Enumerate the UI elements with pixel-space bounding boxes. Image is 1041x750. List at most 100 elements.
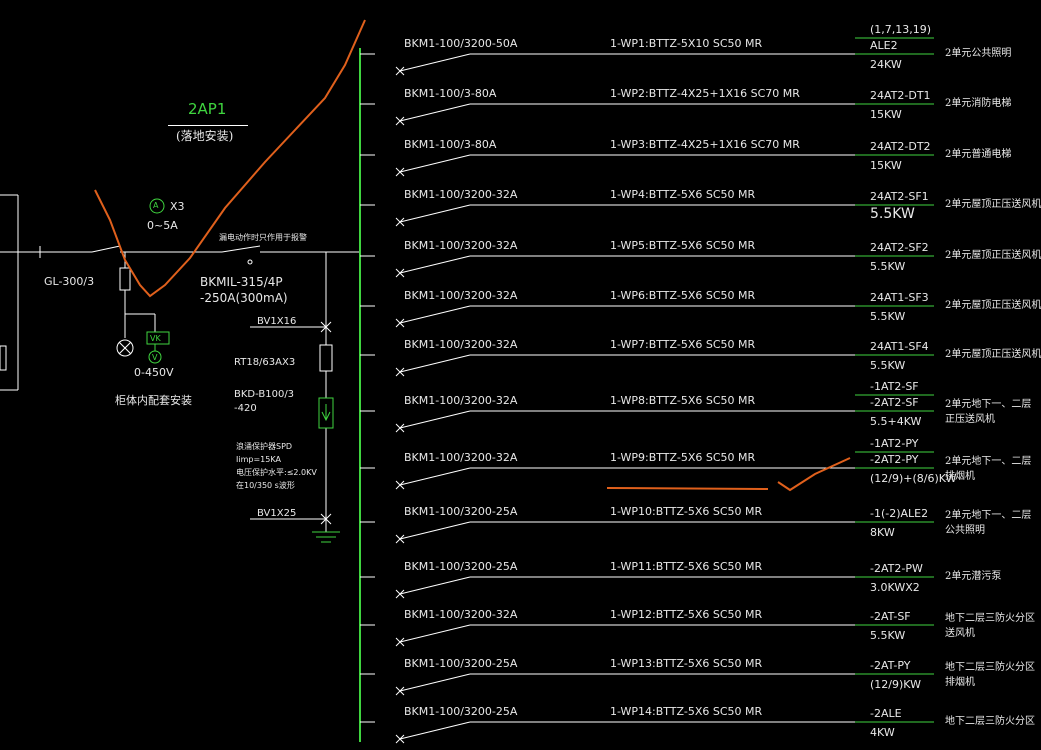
circuit-row bbox=[360, 255, 934, 278]
cable-spec: 1-WP14:BTTZ-5X6 SC50 MR bbox=[610, 705, 763, 718]
cable-spec: 1-WP11:BTTZ-5X6 SC50 MR bbox=[610, 560, 763, 573]
load-id-top: (1,7,13,19) bbox=[870, 23, 932, 36]
load-power: 8KW bbox=[870, 526, 895, 539]
branch-circuits bbox=[360, 37, 934, 744]
load-description: 送风机 bbox=[945, 628, 975, 639]
markup-underline bbox=[606, 487, 769, 490]
cable-spec: 1-WP7:BTTZ-5X6 SC50 MR bbox=[610, 338, 756, 351]
load-description: 2单元屋顶正压送风机 bbox=[945, 349, 1041, 360]
load-id: -2AT2-PW bbox=[870, 562, 923, 575]
load-id: -2AT2-SF bbox=[870, 396, 919, 409]
load-description: 地下二层三防火分区 bbox=[945, 716, 1035, 727]
breaker-label: BKM1-100/3200-25A bbox=[404, 560, 518, 573]
circuit-row bbox=[360, 305, 934, 328]
load-power: 15KW bbox=[870, 159, 902, 172]
cable-spec: 1-WP6:BTTZ-5X6 SC50 MR bbox=[610, 289, 756, 302]
spd-fuse: RT18/63AX3 bbox=[234, 357, 296, 368]
breaker-label: BKM1-100/3200-32A bbox=[404, 608, 518, 621]
incoming-feeder bbox=[18, 245, 360, 265]
load-description: 2单元屋顶正压送风机 bbox=[945, 250, 1041, 261]
circuit-row bbox=[360, 354, 934, 377]
cabinet-note: 柜体内配套安装 bbox=[115, 394, 192, 407]
load-id: 24AT1-SF3 bbox=[870, 291, 929, 304]
markup-curve-1 bbox=[94, 19, 366, 298]
circuit-row bbox=[360, 204, 934, 227]
markup-check bbox=[777, 457, 851, 492]
breaker-label: BKM1-100/3200-25A bbox=[404, 505, 518, 518]
breaker-label: BKM1-100/3200-32A bbox=[404, 289, 518, 302]
ground-symbol bbox=[312, 531, 340, 543]
ammeter-range: 0~5A bbox=[147, 219, 178, 232]
spd-branch bbox=[250, 252, 333, 532]
load-id: -2AT-SF bbox=[870, 610, 911, 623]
cable-spec: 1-WP10:BTTZ-5X6 SC50 MR bbox=[610, 505, 763, 518]
vk-label: VK bbox=[150, 334, 161, 343]
cable-spec: 1-WP4:BTTZ-5X6 SC50 MR bbox=[610, 188, 756, 201]
spd-desc-3: 电压保护水平:≤2.0KV bbox=[236, 468, 317, 477]
load-power: 3.0KWX2 bbox=[870, 581, 920, 594]
load-power: 5.5KW bbox=[870, 260, 906, 273]
breaker-label: BKM1-100/3200-25A bbox=[404, 657, 518, 670]
load-description: 2单元消防电梯 bbox=[945, 98, 1012, 109]
load-power: 5.5KW bbox=[870, 629, 906, 642]
load-id: -2ALE bbox=[870, 707, 902, 720]
breaker-label: BKM1-100/3200-50A bbox=[404, 37, 518, 50]
circuit-row bbox=[360, 103, 934, 126]
load-id-top: -1AT2-PY bbox=[870, 437, 919, 450]
cable-spec: 1-WP13:BTTZ-5X6 SC50 MR bbox=[610, 657, 763, 670]
panel-name: 2AP1 bbox=[188, 100, 227, 118]
panel-install-note: (落地安装) bbox=[176, 129, 234, 143]
cable-spec: 1-WP2:BTTZ-4X25+1X16 SC70 MR bbox=[610, 87, 800, 100]
ammeter-label: X3 bbox=[170, 200, 185, 213]
load-id-top: -1AT2-SF bbox=[870, 380, 919, 393]
breaker-label: BKM1-100/3200-32A bbox=[404, 451, 518, 464]
load-power: 24KW bbox=[870, 58, 902, 71]
load-power: 15KW bbox=[870, 108, 902, 121]
ammeter-icon bbox=[149, 198, 165, 214]
circuit-row bbox=[360, 394, 934, 433]
load-description: 2单元地下一、二层 bbox=[945, 399, 1032, 410]
breaker-label: BKM1-100/3200-25A bbox=[404, 705, 518, 718]
circuit-row bbox=[360, 451, 934, 490]
load-id: 24AT2-SF1 bbox=[870, 190, 929, 203]
load-description: 2单元普通电梯 bbox=[945, 149, 1012, 160]
spd-wire1: BV1X16 bbox=[257, 316, 297, 327]
load-power: 5.5KW bbox=[870, 359, 906, 372]
load-description: 2单元地下一、二层 bbox=[945, 510, 1032, 521]
main-breaker-model: BKMIL-315/4P bbox=[200, 275, 283, 289]
load-description: 2单元地下一、二层 bbox=[945, 456, 1032, 467]
load-description: 排烟机 bbox=[945, 677, 975, 688]
breaker-label: BKM1-100/3-80A bbox=[404, 138, 497, 151]
load-power: 5.5KW bbox=[870, 206, 915, 222]
breaker-label: BKM1-100/3200-32A bbox=[404, 394, 518, 407]
load-description: 2单元屋顶正压送风机 bbox=[945, 199, 1041, 210]
load-id: ALE2 bbox=[870, 39, 898, 52]
circuit-row bbox=[360, 37, 934, 76]
spd-device bbox=[318, 397, 334, 429]
load-power: 5.5KW bbox=[870, 310, 906, 323]
load-description: 2单元屋顶正压送风机 bbox=[945, 300, 1041, 311]
circuit-row bbox=[360, 154, 934, 177]
cable-spec: 1-WP8:BTTZ-5X6 SC50 MR bbox=[610, 394, 756, 407]
spd-breaker: BKD-B100/3 bbox=[234, 389, 295, 400]
load-description: 排烟机 bbox=[945, 471, 975, 482]
spd-wire2: BV1X25 bbox=[257, 508, 297, 519]
load-power: 4KW bbox=[870, 726, 895, 739]
voltmeter-range: 0-450V bbox=[134, 366, 174, 379]
load-id: 24AT2-DT2 bbox=[870, 140, 931, 153]
breaker-label: BKM1-100/3200-32A bbox=[404, 239, 518, 252]
v-symbol: V bbox=[152, 353, 158, 362]
circuit-row bbox=[360, 521, 934, 544]
load-id: -2AT-PY bbox=[870, 659, 911, 672]
cable-spec: 1-WP1:BTTZ-5X10 SC50 MR bbox=[610, 37, 763, 50]
spd-desc-4: 在10/350 s波形 bbox=[236, 481, 295, 490]
breaker-label: BKM1-100/3200-32A bbox=[404, 188, 518, 201]
load-power: 5.5+4KW bbox=[870, 415, 922, 428]
load-power: (12/9)+(8/6)KW bbox=[870, 472, 957, 485]
breaker-label: BKM1-100/3200-32A bbox=[404, 338, 518, 351]
spd-breaker2: -420 bbox=[234, 403, 257, 414]
load-description: 正压送风机 bbox=[945, 414, 995, 425]
load-description: 地下二层三防火分区 bbox=[945, 613, 1035, 624]
spd-desc-1: 浪涌保护器SPD bbox=[236, 442, 293, 451]
